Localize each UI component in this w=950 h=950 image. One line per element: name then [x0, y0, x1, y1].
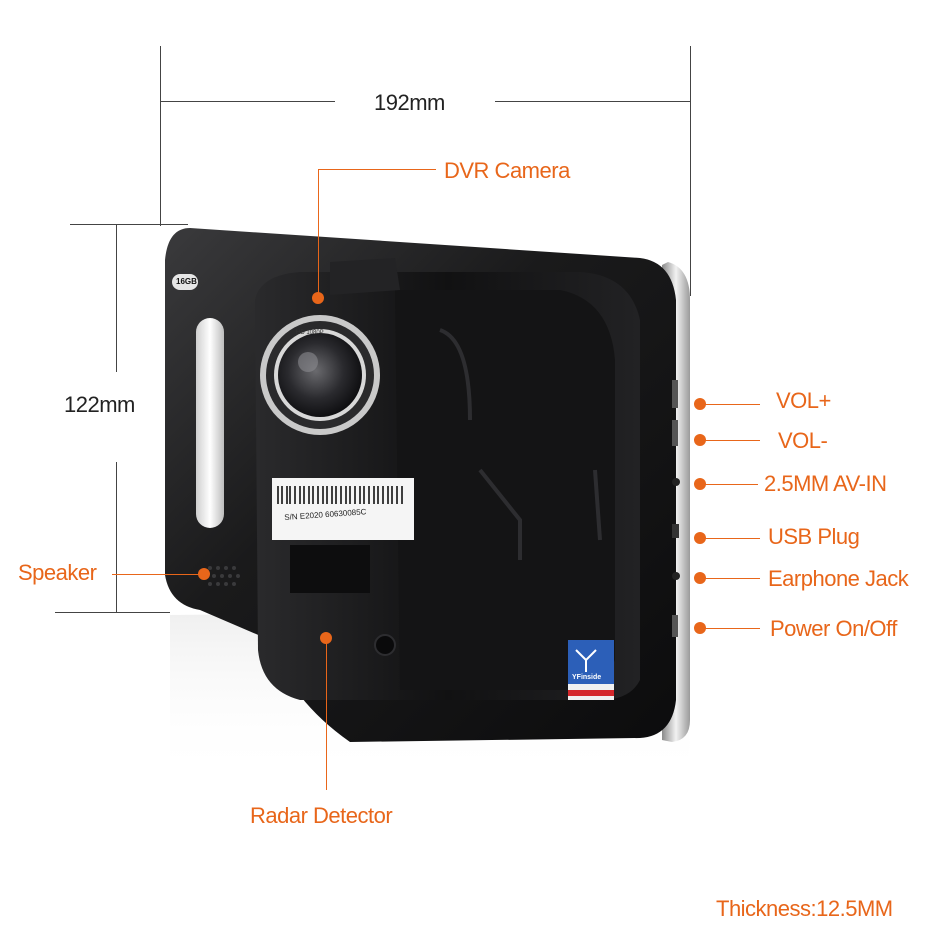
dvr-camera-leader-h: [318, 169, 436, 170]
speaker-dot: [198, 568, 210, 580]
speaker-label: Speaker: [18, 560, 97, 585]
height-ext-bottom: [55, 612, 170, 613]
width-line-left: [160, 101, 335, 102]
speaker-leader: [112, 574, 204, 575]
lens-ring-text: HD 1080P: [296, 330, 324, 336]
power-leader: [704, 628, 760, 629]
radar-detector-leader: [326, 640, 327, 790]
radar-detector-dot: [320, 632, 332, 644]
thickness-label: Thickness:12.5MM: [716, 896, 893, 921]
vol-minus-label: VOL-: [778, 428, 828, 453]
logo-sticker-text: YFinside: [572, 674, 602, 681]
memory-badge: 16GB: [176, 277, 197, 286]
radar-detector-label: Radar Detector: [250, 803, 393, 828]
dvr-camera-leader-v: [318, 169, 319, 297]
vol-plus-dot: [694, 398, 706, 410]
usb-plug-dot: [694, 532, 706, 544]
vol-plus-label: VOL+: [776, 388, 831, 413]
power-label: Power On/Off: [770, 616, 897, 641]
height-dimension-label: 122mm: [64, 392, 135, 417]
width-line-right: [495, 101, 690, 102]
usb-plug-leader: [704, 538, 760, 539]
height-line-bottom: [116, 462, 117, 612]
av-in-dot: [694, 478, 706, 490]
earphone-jack-leader: [704, 578, 760, 579]
width-ext-right: [690, 46, 691, 296]
vol-plus-leader: [704, 404, 760, 405]
dvr-camera-dot: [312, 292, 324, 304]
av-in-label: 2.5MM AV-IN: [764, 471, 887, 496]
earphone-jack-label: Earphone Jack: [768, 566, 909, 591]
vol-minus-leader: [704, 440, 760, 441]
width-dimension-label: 192mm: [374, 90, 445, 115]
height-line-top: [116, 224, 117, 372]
width-ext-left: [160, 46, 161, 226]
earphone-jack-dot: [694, 572, 706, 584]
vol-minus-dot: [694, 434, 706, 446]
power-dot: [694, 622, 706, 634]
height-ext-top: [70, 224, 188, 225]
usb-plug-label: USB Plug: [768, 524, 860, 549]
av-in-leader: [704, 484, 758, 485]
dvr-camera-label: DVR Camera: [444, 158, 570, 183]
